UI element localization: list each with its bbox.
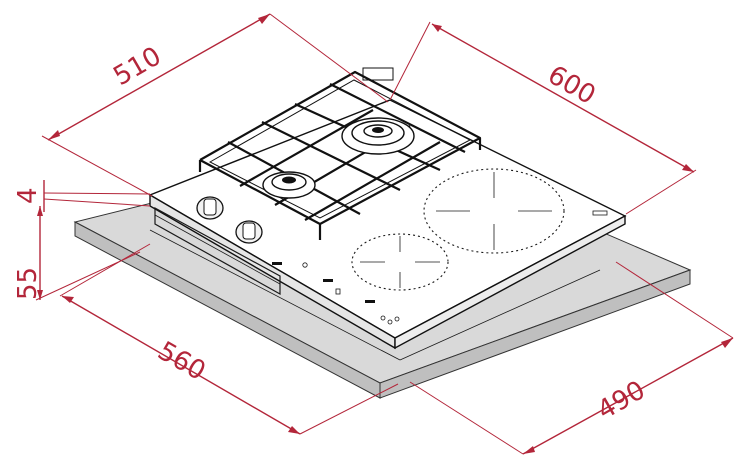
- control-markings: [272, 210, 608, 325]
- dimension-510-label: 510: [109, 41, 167, 92]
- dimension-lines: [35, 13, 734, 455]
- gas-burner-small: [262, 171, 316, 199]
- control-knobs: [196, 196, 263, 244]
- knob-right: [235, 220, 263, 244]
- hob-glass-top: [148, 99, 627, 350]
- dimension-55-label: 55: [13, 267, 43, 300]
- knob-left: [196, 196, 224, 220]
- gas-burner-large: [341, 117, 415, 155]
- dimension-4-label: 4: [13, 187, 43, 204]
- induction-zone-large: [423, 168, 565, 254]
- dimension-490-label: 490: [593, 375, 651, 426]
- dimension-560-label: 560: [153, 336, 211, 387]
- induction-zone-small: [351, 233, 449, 291]
